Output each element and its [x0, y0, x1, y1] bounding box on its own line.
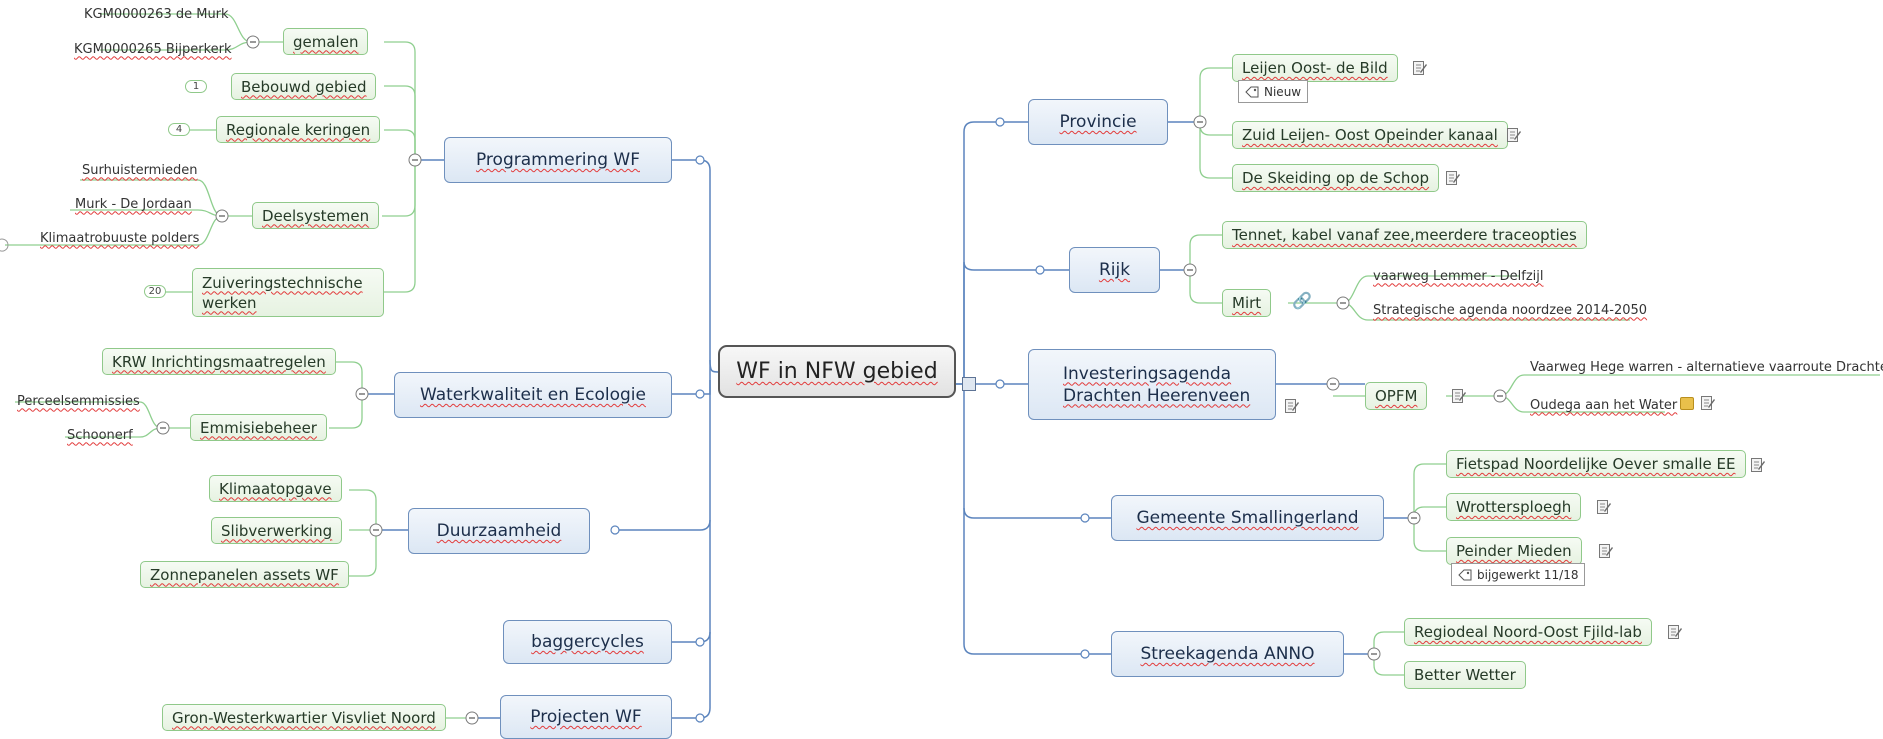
subtopic-peinder-mieden[interactable]: Peinder Mieden: [1446, 537, 1582, 565]
topic-programmering-wf[interactable]: Programmering WF: [444, 137, 672, 183]
sheet-icon[interactable]: [962, 377, 976, 391]
count-badge[interactable]: 4: [168, 123, 190, 136]
leaf-strategische-agenda[interactable]: Strategische agenda noordzee 2014-2050: [1373, 302, 1648, 318]
subtopic-leijen-oost[interactable]: Leijen Oost- de Bild: [1232, 54, 1398, 82]
tag-bijgewerkt[interactable]: bijgewerkt 11/18: [1451, 563, 1586, 586]
subtopic-emmisiebeheer[interactable]: Emmisiebeheer: [190, 414, 327, 441]
note-icon[interactable]: [1598, 543, 1614, 559]
count-badge[interactable]: 1: [185, 80, 207, 93]
topic-projecten-wf[interactable]: Projecten WF: [500, 695, 672, 739]
subtopic-mirt[interactable]: Mirt: [1222, 289, 1272, 317]
leaf-oudega-aan-het-water[interactable]: Oudega aan het Water: [1530, 397, 1678, 413]
subtopic-regiodeal[interactable]: Regiodeal Noord-Oost Fjild-lab: [1404, 618, 1652, 646]
note-icon[interactable]: [1284, 398, 1300, 414]
note-icon[interactable]: [1412, 60, 1428, 76]
leaf-perceelsemmissies[interactable]: Perceelsemmissies: [17, 393, 140, 409]
leaf-surhuistermieden[interactable]: Surhuistermieden: [82, 162, 198, 178]
subtopic-wrottersploegh[interactable]: Wrottersploegh: [1446, 493, 1582, 521]
leaf-schoonerf[interactable]: Schoonerf: [67, 427, 133, 443]
topic-investeringsagenda[interactable]: Investeringsagenda Drachten Heerenveen: [1028, 349, 1276, 420]
subtopic-opfm[interactable]: OPFM: [1365, 382, 1428, 410]
note-icon[interactable]: [1750, 457, 1766, 473]
subtopic-gron-westerkwartier[interactable]: Gron-Westerkwartier Visvliet Noord: [162, 704, 446, 731]
central-topic[interactable]: WF in NFW gebied: [718, 345, 956, 398]
folder-icon[interactable]: [1680, 397, 1694, 410]
subtopic-zuid-leijen[interactable]: Zuid Leijen- Oost Opeinder kanaal: [1232, 121, 1508, 149]
note-icon[interactable]: [1596, 499, 1612, 515]
link-icon[interactable]: 🔗: [1292, 291, 1312, 310]
note-icon[interactable]: [1700, 395, 1716, 411]
tag-icon: [1245, 86, 1259, 97]
subtopic-gemalen[interactable]: gemalen: [283, 28, 369, 55]
subtopic-skeiding[interactable]: De Skeiding op de Schop: [1232, 164, 1440, 192]
leaf-kgm0000265[interactable]: KGM0000265 Bijperkerk: [74, 41, 232, 57]
subtopic-regionale-keringen[interactable]: Regionale keringen: [216, 116, 381, 143]
tag-nieuw[interactable]: Nieuw: [1238, 80, 1309, 103]
subtopic-slibverwerking[interactable]: Slibverwerking: [211, 517, 343, 544]
subtopic-bebouwd-gebied[interactable]: Bebouwd gebied: [231, 73, 377, 100]
tag-icon: [1458, 569, 1472, 580]
note-icon[interactable]: [1445, 170, 1461, 186]
subtopic-krw-inrichtingsmaatregelen[interactable]: KRW Inrichtingsmaatregelen: [102, 348, 336, 375]
leaf-kgm0000263[interactable]: KGM0000263 de Murk: [84, 6, 229, 22]
leaf-murk-de-jordaan[interactable]: Murk - De Jordaan: [75, 196, 192, 212]
subtopic-better-wetter[interactable]: Better Wetter: [1404, 661, 1526, 689]
topic-waterkwaliteit-ecologie[interactable]: Waterkwaliteit en Ecologie: [394, 372, 672, 418]
leaf-vaarweg-lemmer[interactable]: vaarweg Lemmer - Delfzijl: [1373, 268, 1544, 284]
subtopic-klimaatopgave[interactable]: Klimaatopgave: [209, 475, 342, 502]
subtopic-tennet[interactable]: Tennet, kabel vanaf zee,meerdere traceop…: [1222, 221, 1587, 249]
topic-gemeente-smallingerland[interactable]: Gemeente Smallingerland: [1111, 495, 1384, 541]
subtopic-fietspad[interactable]: Fietspad Noordelijke Oever smalle EE: [1446, 450, 1746, 478]
count-badge[interactable]: 20: [144, 285, 166, 298]
subtopic-zuiveringstechnische-werken[interactable]: Zuiveringstechnische werken: [192, 268, 384, 317]
leaf-vaarweg-hege-warren[interactable]: Vaarweg Hege warren - alternatieve vaarr…: [1530, 359, 1883, 375]
topic-provincie[interactable]: Provincie: [1028, 99, 1168, 145]
topic-baggercycles[interactable]: baggercycles: [503, 620, 672, 664]
topic-streekagenda-anno[interactable]: Streekagenda ANNO: [1111, 631, 1344, 677]
note-icon[interactable]: [1667, 624, 1683, 640]
subtopic-deelsystemen[interactable]: Deelsystemen: [252, 202, 380, 229]
note-icon[interactable]: [1506, 127, 1522, 143]
topic-duurzaamheid[interactable]: Duurzaamheid: [408, 508, 590, 554]
subtopic-zonnepanelen-assets-wf[interactable]: Zonnepanelen assets WF: [140, 561, 349, 588]
topic-rijk[interactable]: Rijk: [1069, 247, 1160, 293]
leaf-klimaatrobuuste-polders[interactable]: Klimaatrobuuste polders: [40, 230, 200, 246]
note-icon[interactable]: [1451, 388, 1467, 404]
